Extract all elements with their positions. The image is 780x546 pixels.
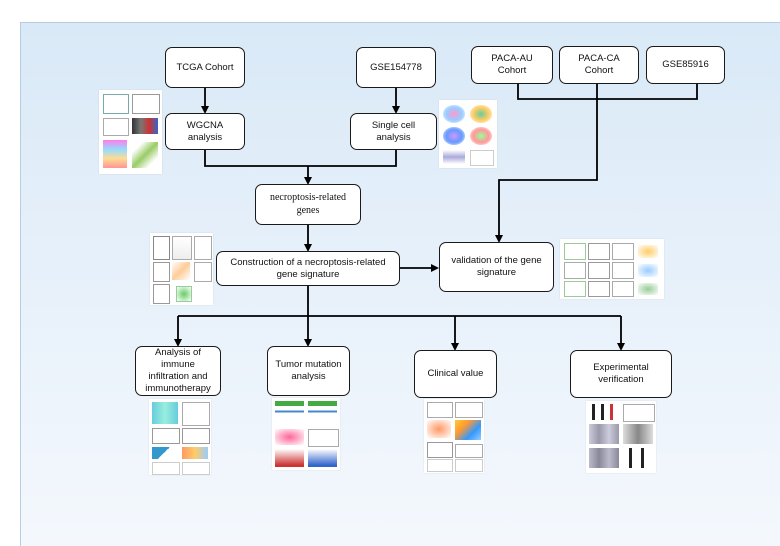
thumbnail-immune-figure: [149, 399, 211, 475]
node-gse85916: GSE85916: [646, 46, 725, 84]
thumbnail-experimental-figure: [586, 401, 656, 473]
node-gse154778: GSE154778: [356, 47, 436, 88]
arrow-cohorts-validation: [495, 99, 598, 243]
node-wgcna-analysis: WGCNA analysis: [165, 113, 245, 150]
node-paca-ca-cohort: PACA-CA Cohort: [559, 46, 639, 84]
node-tumor-mutation: Tumor mutation analysis: [267, 346, 350, 396]
thumbnail-wgcna-figure: [99, 90, 162, 174]
thumbnail-construction-figure: [150, 233, 213, 305]
node-single-cell-analysis: Single cell analysis: [350, 113, 437, 150]
line-merge-cohorts: [517, 84, 698, 100]
thumbnail-single-cell-figure: [439, 100, 497, 168]
line-merge-top: [204, 150, 397, 167]
node-clinical-value: Clinical value: [414, 350, 497, 398]
node-construction-signature: Construction of a necroptosis-related ge…: [216, 251, 400, 286]
thumbnail-clinical-figure: [424, 399, 484, 473]
thumbnail-validation-figure: [560, 239, 664, 299]
node-validation-signature: validation of the gene signature: [439, 242, 554, 292]
node-tcga-cohort: TCGA Cohort: [165, 47, 245, 88]
node-immune-infiltration: Analysis of immune infiltration and immu…: [135, 346, 221, 396]
node-necroptosis-related-genes: necroptosis-related genes: [255, 184, 361, 225]
thumbnail-tumor-mutation-figure: [272, 398, 340, 470]
node-experimental-verification: Experimental verification: [570, 350, 672, 398]
node-paca-au-cohort: PACA-AU Cohort: [471, 46, 553, 84]
